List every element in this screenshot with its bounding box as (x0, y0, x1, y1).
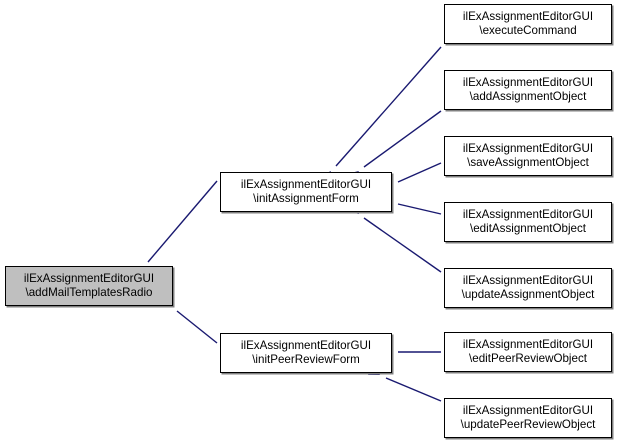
graph-edge (397, 203, 442, 215)
graph-node-addMailTemplatesRadio[interactable]: ilExAssignmentEditorGUI\addMailTemplates… (5, 266, 173, 306)
graph-node-class-label: ilExAssignmentEditorGUI (462, 10, 594, 24)
graph-node-class-label: ilExAssignmentEditorGUI (240, 339, 372, 353)
graph-node-class-label: ilExAssignmentEditorGUI (462, 208, 594, 222)
graph-node-method-label: \initPeerReviewForm (252, 353, 360, 366)
graph-node-class-label: ilExAssignmentEditorGUI (240, 178, 372, 192)
graph-edge (147, 180, 218, 263)
graph-node-class-label: ilExAssignmentEditorGUI (462, 76, 594, 90)
graph-edge (176, 310, 218, 344)
graph-node-method-label: \executeCommand (479, 24, 577, 37)
graph-node-addAssignmentObject[interactable]: ilExAssignmentEditorGUI\addAssignmentObj… (444, 70, 612, 110)
graph-node-updatePeerReviewObject[interactable]: ilExAssignmentEditorGUI\updatePeerReview… (444, 398, 612, 438)
graph-edge (385, 377, 442, 402)
graph-node-method-label: \addMailTemplatesRadio (25, 286, 153, 299)
graph-edge (363, 110, 442, 168)
graph-node-initAssignmentForm[interactable]: ilExAssignmentEditorGUI\initAssignmentFo… (220, 172, 392, 212)
graph-node-initPeerReviewForm[interactable]: ilExAssignmentEditorGUI\initPeerReviewFo… (220, 333, 392, 373)
graph-node-class-label: ilExAssignmentEditorGUI (462, 404, 594, 418)
graph-edge (363, 217, 442, 273)
graph-node-saveAssignmentObject[interactable]: ilExAssignmentEditorGUI\saveAssignmentOb… (444, 136, 612, 176)
graph-edge (335, 46, 442, 167)
graph-node-class-label: ilExAssignmentEditorGUI (462, 142, 594, 156)
graph-node-method-label: \addAssignmentObject (469, 90, 587, 103)
graph-node-updateAssignmentObject[interactable]: ilExAssignmentEditorGUI\updateAssignment… (444, 268, 612, 308)
graph-edge (397, 162, 442, 183)
graph-node-method-label: \editPeerReviewObject (469, 352, 587, 365)
graph-node-class-label: ilExAssignmentEditorGUI (462, 338, 594, 352)
graph-node-class-label: ilExAssignmentEditorGUI (23, 272, 155, 286)
graph-node-editAssignmentObject[interactable]: ilExAssignmentEditorGUI\editAssignmentOb… (444, 202, 612, 242)
graph-node-editPeerReviewObject[interactable]: ilExAssignmentEditorGUI\editPeerReviewOb… (444, 332, 612, 372)
graph-node-method-label: \saveAssignmentObject (467, 156, 589, 169)
graph-node-method-label: \editAssignmentObject (470, 222, 586, 235)
graph-node-executeCommand[interactable]: ilExAssignmentEditorGUI\executeCommand (444, 4, 612, 44)
graph-node-method-label: \updatePeerReviewObject (460, 418, 596, 431)
graph-node-method-label: \initAssignmentForm (253, 192, 359, 205)
graph-node-class-label: ilExAssignmentEditorGUI (462, 274, 594, 288)
graph-node-method-label: \updateAssignmentObject (461, 288, 595, 301)
